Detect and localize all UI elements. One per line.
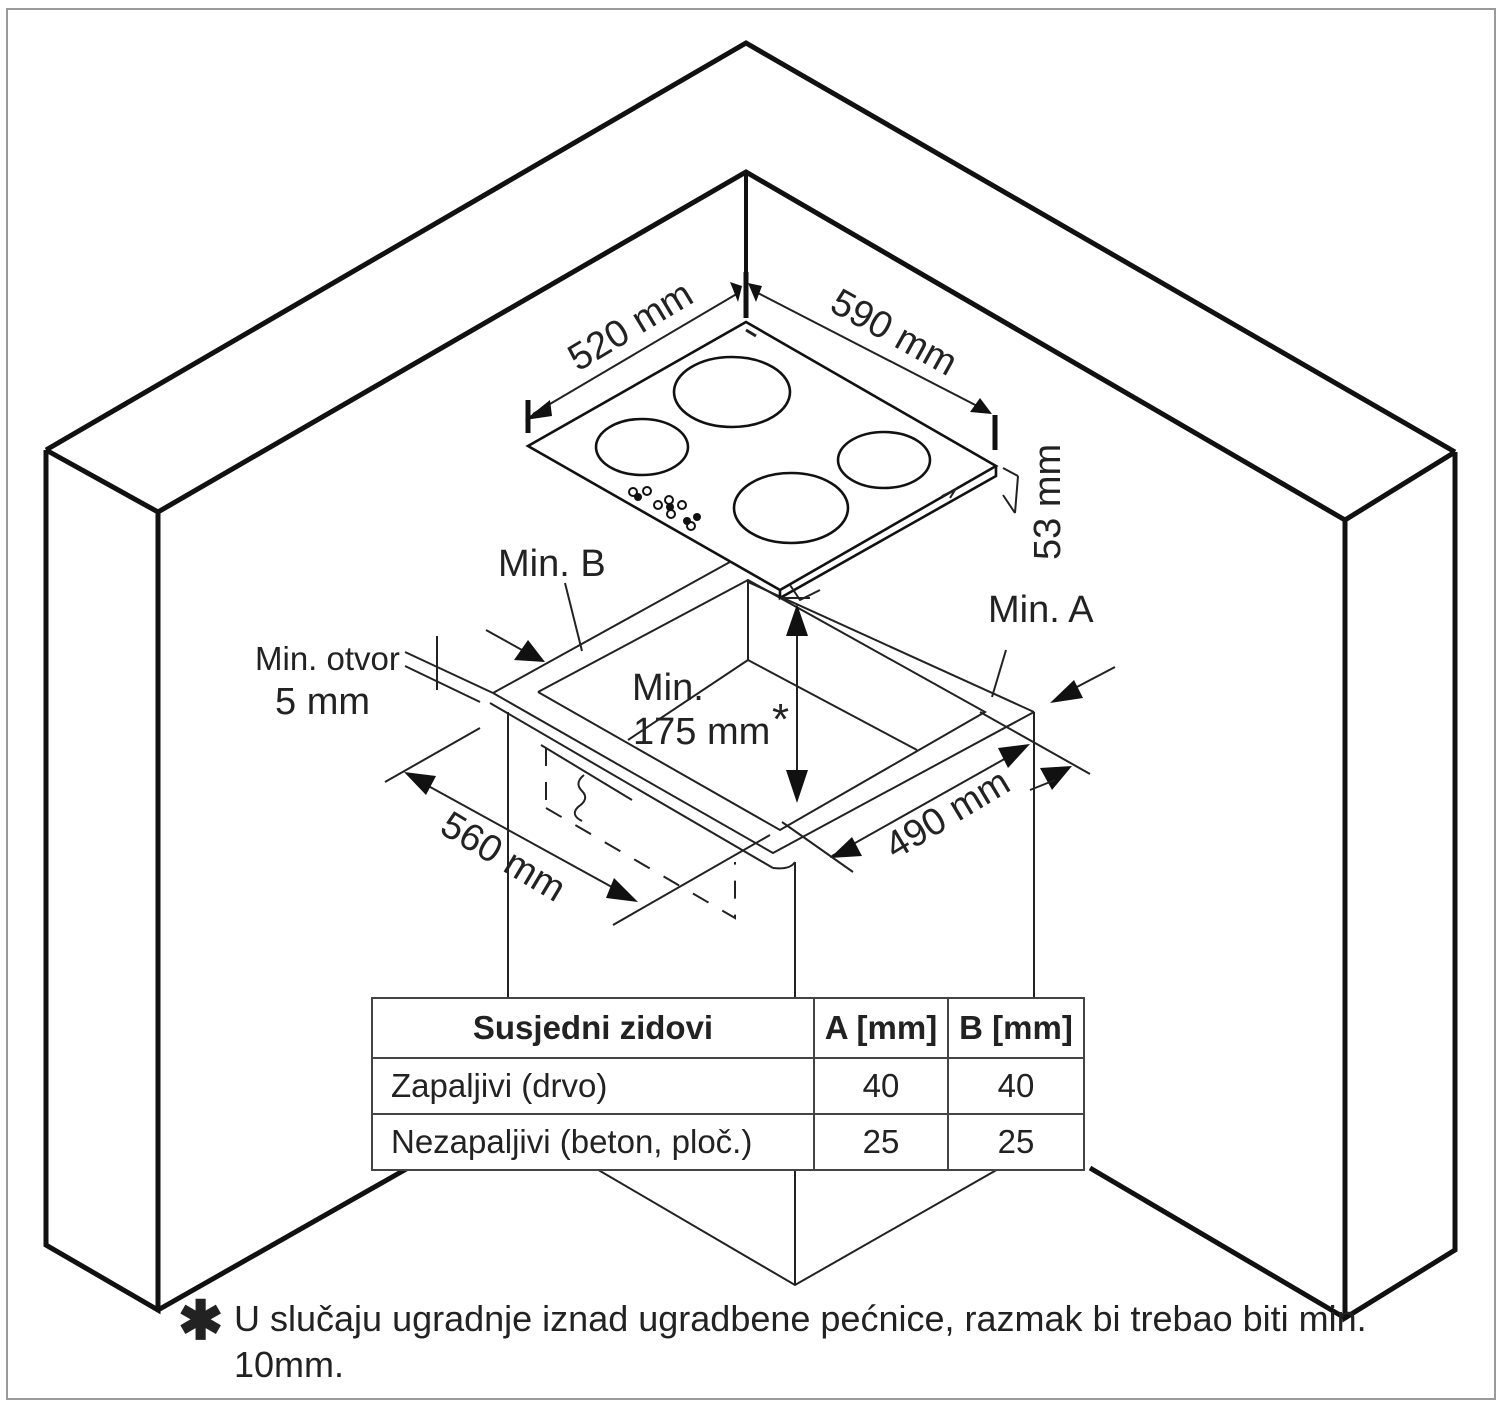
row-value-b: 25 — [947, 1113, 1085, 1171]
row-label: Zapaljivi (drvo) — [371, 1057, 815, 1115]
footnote-text: U slučaju ugradnje iznad ugradbene pećni… — [234, 1298, 1367, 1385]
label-height-53: 53 mm — [1027, 444, 1069, 560]
dimension-lines — [384, 272, 1116, 926]
header-a-mm: A [mm] — [813, 997, 949, 1059]
label-min-clearance-value: 175 mm — [633, 711, 770, 753]
worktop — [404, 551, 1035, 873]
hob — [525, 320, 999, 602]
table-row: Nezapaljivi (beton, ploč.) 25 25 — [371, 1113, 1085, 1171]
burner-left-small — [594, 417, 690, 477]
row-value-a: 40 — [813, 1057, 949, 1115]
label-min-gap: Min. otvor — [255, 640, 400, 677]
label-min-b: Min. B — [498, 543, 606, 585]
header-b-mm: B [mm] — [947, 997, 1085, 1059]
burner-front-large — [732, 471, 850, 545]
clearance-table: Susjedni zidovi A [mm] B [mm] Zapaljivi … — [371, 997, 1085, 1171]
burner-rear-large — [672, 355, 792, 429]
footnote: ✱ U slučaju ugradnje iznad ugradbene peć… — [178, 1291, 1378, 1388]
label-min-a: Min. A — [988, 589, 1094, 631]
header-adjacent-walls: Susjedni zidovi — [371, 997, 815, 1059]
label-min-gap-value: 5 mm — [275, 681, 370, 723]
burner-right-small — [836, 430, 932, 490]
row-label: Nezapaljivi (beton, ploč.) — [371, 1113, 815, 1171]
floor-right — [1088, 1165, 1347, 1321]
floor-left — [156, 1165, 410, 1313]
row-value-a: 25 — [813, 1113, 949, 1171]
label-cutout-490: 490 mm — [878, 761, 1017, 868]
hob-controls — [628, 486, 701, 531]
table-row: Zapaljivi (drvo) 40 40 — [371, 1057, 1085, 1115]
right-wall-end — [1342, 449, 1458, 1323]
row-value-b: 40 — [947, 1057, 1085, 1115]
label-width-590: 590 mm — [824, 281, 964, 384]
corner-walls — [43, 40, 1458, 1323]
label-asterisk: * — [772, 695, 789, 744]
oven-outline-dashed — [540, 744, 736, 920]
asterisk-icon: ✱ — [178, 1291, 224, 1351]
cabinet — [507, 582, 1035, 1287]
left-wall-end — [43, 447, 161, 1315]
label-cutout-560: 560 mm — [433, 804, 572, 911]
label-min-clearance: Min. — [632, 667, 704, 709]
table-header-row: Susjedni zidovi A [mm] B [mm] — [371, 997, 1085, 1059]
wall-outer-top-edge — [44, 40, 1457, 455]
